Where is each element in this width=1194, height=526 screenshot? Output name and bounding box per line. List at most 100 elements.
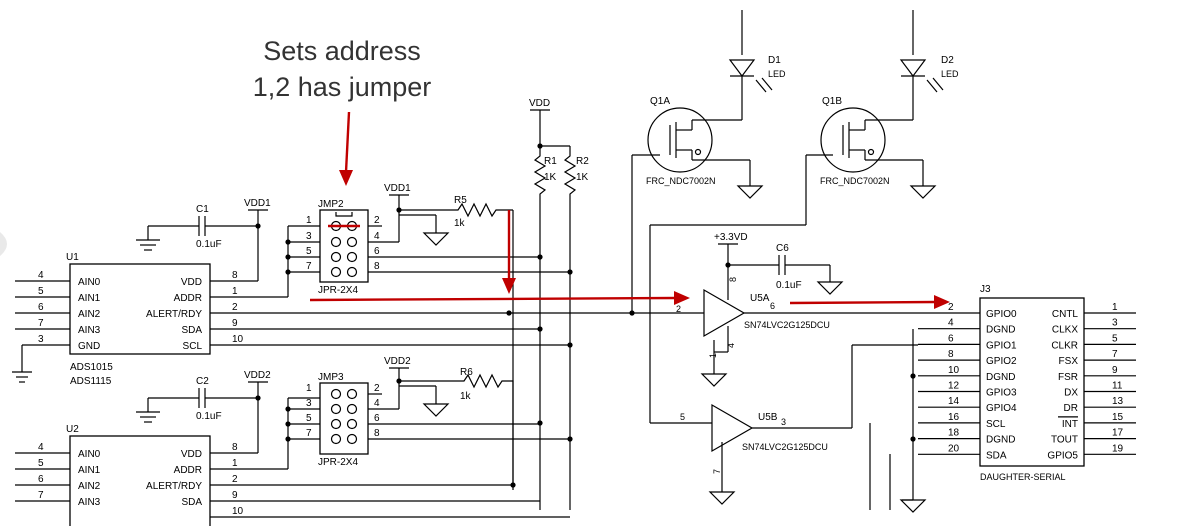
u5b-pin-in: 5	[680, 412, 685, 422]
jmp2-pin: 5	[306, 246, 312, 257]
u2-pin-num: 1	[232, 458, 238, 469]
capacitor-c2: C2 0.1uF	[136, 376, 258, 423]
u1-pin-name: AIN0	[78, 277, 101, 288]
jmp3-pin: 8	[374, 428, 380, 439]
u1-pin-num: 6	[38, 302, 44, 313]
j3-pin-name: DR	[1064, 403, 1078, 414]
jmp3-pin-grid	[330, 388, 358, 445]
u2-pin-num: 4	[38, 442, 44, 453]
jmp3-pin: 5	[306, 413, 312, 424]
resistor-r6: R6 1k	[399, 367, 514, 485]
jmp2-pin: 3	[306, 231, 312, 242]
u2-pin-name: AIN0	[78, 449, 101, 460]
c1-value: 0.1uF	[196, 239, 222, 250]
vdd-label: VDD	[529, 98, 550, 109]
capacitor-c6: C6 0.1uF	[728, 243, 844, 295]
r1-value: 1K	[544, 172, 557, 183]
u5a-pin-in: 2	[676, 304, 681, 314]
j3-pin-name: DGND	[986, 372, 1015, 383]
j3-pin-name: CLKX	[1052, 325, 1078, 336]
jumper-jmp3: JMP3 JPR-2X4 1 3 5 7 2 4 6 8	[285, 372, 570, 469]
u1-pin-name: VDD	[181, 277, 202, 288]
jmp3-pin: 2	[374, 383, 380, 394]
q1a-ref: Q1A	[650, 96, 670, 107]
annotation-line-1: Sets address	[263, 36, 421, 66]
j3-pin-name: SCL	[986, 419, 1006, 430]
annotation-arrow-r5	[502, 210, 516, 294]
resistor-r5: R5 1k	[399, 195, 514, 490]
annotation-arrow-output	[789, 295, 950, 309]
r6-ref: R6	[460, 367, 473, 378]
mosfet-q1b: Q1B FRC_NDC7002N	[649, 96, 937, 423]
u5a-pin-oe: 1	[708, 353, 718, 358]
power-vdd1-u1: VDD1	[244, 198, 271, 281]
r5-value: 1k	[454, 218, 466, 229]
d2-type: LED	[941, 69, 959, 79]
vdd1-label: VDD1	[384, 183, 411, 194]
power-vdd-top: VDD	[529, 98, 570, 149]
j3-pin-list: 2GPIO04DGND6GPIO18GPIO210DGND12GPIO314GP…	[918, 302, 1136, 461]
j3-pin-name: GPIO5	[1047, 450, 1078, 461]
jmp3-pin: 7	[306, 428, 312, 439]
jmp3-pin: 4	[374, 398, 380, 409]
u1-pin-num: 1	[232, 286, 238, 297]
jmp2-type: JPR-2X4	[318, 285, 358, 296]
vdd2-label: VDD2	[244, 370, 271, 381]
connector-j3: J3 DAUGHTER-SERIAL	[979, 284, 1085, 482]
j3-pin-num: 2	[948, 302, 954, 313]
u5b-part: SN74LVC2G125DCU	[742, 442, 828, 452]
canvas-edge-notch	[0, 232, 7, 256]
u5a-pin-vcc: 8	[728, 277, 738, 282]
jmp2-pin: 4	[374, 231, 380, 242]
power-vdd2-jmp3: VDD2	[384, 356, 450, 417]
u1-pin-name: SDA	[181, 325, 202, 336]
ic-u2: U2 4 5 6 7 AIN0 AIN1 AIN2 AIN3 8 1 2 9 1…	[15, 424, 570, 526]
u1-pin-num: 7	[38, 318, 44, 329]
j3-pin-num: 11	[1112, 381, 1123, 392]
u1-pin-num: 10	[232, 334, 244, 345]
j3-pin-name: CLKR	[1051, 340, 1078, 351]
u1-pin-name: ADDR	[174, 293, 202, 304]
j3-pin-name: FSR	[1058, 372, 1078, 383]
q1b-ref: Q1B	[822, 96, 842, 107]
jmp3-pin: 6	[374, 413, 380, 424]
jmp2-pin: 1	[306, 215, 312, 226]
j3-pin-num: 7	[1112, 349, 1118, 360]
u5b-pin-out: 3	[781, 417, 786, 427]
j3-pin-num: 10	[948, 365, 960, 376]
u1-body	[69, 263, 211, 355]
j3-pin-name: GPIO4	[986, 403, 1017, 414]
led-d2: D2 LED	[899, 10, 959, 120]
jmp3-ref: JMP3	[318, 372, 344, 383]
j3-pin-name: GPIO2	[986, 356, 1017, 367]
u5a-part: SN74LVC2G125DCU	[744, 320, 830, 330]
c2-ref: C2	[196, 376, 209, 387]
u2-pin-num: 5	[38, 458, 44, 469]
j3-pin-num: 6	[948, 333, 954, 344]
u1-pin-num: 2	[232, 302, 238, 313]
buffer-u5b: 5 U5B 3 SN74LVC2G125DCU 7	[650, 344, 918, 505]
j3-pin-name: INT	[1062, 419, 1078, 430]
j3-pin-num: 12	[948, 381, 960, 392]
j3-pin-num: 15	[1112, 412, 1124, 423]
j3-pin-num: 1	[1112, 302, 1118, 313]
u1-part1: ADS1015	[70, 362, 113, 373]
u2-pin-name: AIN3	[78, 497, 101, 508]
j3-pin-name: TOUT	[1051, 435, 1078, 446]
u1-ref: U1	[66, 252, 79, 263]
annotation-arrow-down	[339, 111, 353, 186]
j3-ref: J3	[980, 284, 991, 295]
resistor-r1: R1 1K	[533, 146, 557, 510]
u2-pin-num: 9	[232, 490, 238, 501]
u1-pin-name: GND	[78, 341, 100, 352]
u2-ref: U2	[66, 424, 79, 435]
u2-pin-num: 7	[38, 490, 44, 501]
vdd2-label: VDD2	[384, 356, 411, 367]
mosfet-q1a: Q1A FRC_NDC7002N	[646, 96, 764, 199]
j3-pin-name: CNTL	[1052, 309, 1079, 320]
u2-pin-name: VDD	[181, 449, 202, 460]
u2-pin-num: 6	[38, 474, 44, 485]
j3-pin-num: 17	[1112, 428, 1124, 439]
annotation-arrow-alert	[309, 291, 690, 305]
